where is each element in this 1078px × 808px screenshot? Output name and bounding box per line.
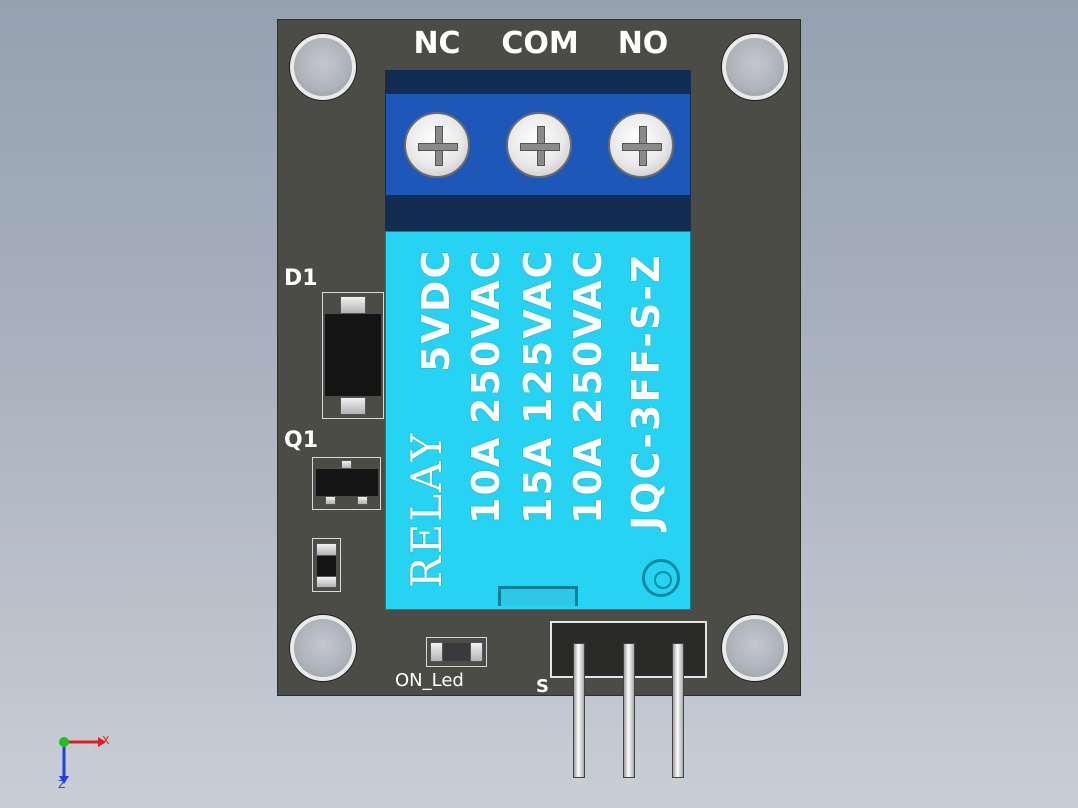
screw-no-icon <box>608 112 674 178</box>
terminal-label-no: NO <box>617 26 669 61</box>
screw-nc-icon <box>404 112 470 178</box>
led-pad-left <box>430 642 443 662</box>
axis-label-z: Z <box>58 778 66 791</box>
mounting-hole-bottom-left <box>290 615 356 681</box>
silkscreen-d1: D1 <box>284 266 318 291</box>
relay-rating-1-current: 10A <box>464 435 508 524</box>
transistor-q1-pin-left <box>325 496 336 505</box>
resistor-pad-bottom <box>316 576 337 588</box>
transistor-q1-body <box>316 469 378 496</box>
relay-model: JQC-3FF-S-Z <box>624 253 668 530</box>
relay-voltage: 5VDC <box>414 248 458 372</box>
header-pin-2-tip <box>623 778 635 788</box>
silkscreen-signal-s: S <box>536 676 549 697</box>
terminal-block-top-edge <box>385 70 691 94</box>
resistor-outline <box>312 538 341 592</box>
mounting-hole-bottom-right <box>722 615 788 681</box>
relay-title: RELAY <box>402 431 451 588</box>
mounting-hole-top-left <box>290 34 356 100</box>
relay-body <box>385 231 691 610</box>
led-pad-right <box>470 642 483 662</box>
diode-d1-pad-bottom <box>340 397 366 415</box>
relay-rating-3-voltage: 250VAC <box>566 248 610 424</box>
led-outline <box>426 637 487 667</box>
header-pin-2 <box>623 643 635 778</box>
header-pin-3-tip <box>672 778 684 788</box>
relay-rating-3-current: 10A <box>566 435 610 524</box>
resistor-body <box>317 556 336 576</box>
silkscreen-q1: Q1 <box>284 428 319 453</box>
terminal-block-bottom-edge <box>385 195 691 232</box>
terminal-label-nc: NC <box>413 26 461 61</box>
relay-rating-2-current: 15A <box>516 435 560 524</box>
relay-rating-2-voltage: 125VAC <box>516 248 560 424</box>
screw-com-icon <box>506 112 572 178</box>
relay-base-tab <box>498 586 578 606</box>
diode-d1-outline <box>322 292 384 419</box>
relay-rating-1-voltage: 250VAC <box>464 248 508 424</box>
resistor-pad-top <box>316 543 337 556</box>
terminal-label-com: COM <box>501 26 579 61</box>
mounting-hole-top-right <box>722 34 788 100</box>
relay-marker-circle-icon <box>642 559 680 597</box>
diode-d1-pad-top <box>340 296 366 314</box>
header-pin-3 <box>672 643 684 778</box>
led-body <box>443 643 470 661</box>
axis-triad-icon <box>59 737 106 784</box>
header-pin-1 <box>573 643 585 778</box>
diode-d1-body <box>325 314 381 396</box>
transistor-q1-outline <box>312 457 381 510</box>
silkscreen-on-led: ON_Led <box>395 670 464 691</box>
transistor-q1-pin-right <box>357 496 368 505</box>
axis-label-x: X <box>102 734 110 747</box>
transistor-q1-pin-top <box>341 460 352 469</box>
header-pin-1-tip <box>573 778 585 788</box>
